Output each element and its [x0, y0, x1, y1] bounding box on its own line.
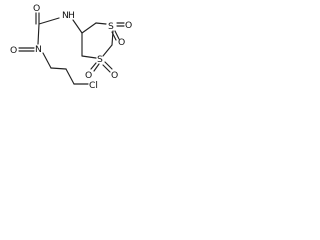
molecule-canvas: O N H O N S O O S O O Cl [0, 0, 134, 95]
bond-carbonyl-carbon-amide-nitrogen [38, 17, 60, 25]
bond-amide-nitrogen-ring-carbon [72, 19, 83, 34]
atom-n-amide: N [62, 10, 69, 21]
bond-ethyl-chain-1 [50, 67, 67, 70]
atom-o-s-bottom-1: O [85, 70, 92, 81]
atom-cl: Cl [89, 80, 98, 91]
bond-bottom-sulfur-oxygen-1b [93, 63, 100, 72]
ring-bond-5 [81, 55, 97, 59]
ring-bond-1 [81, 22, 97, 34]
atom-o-nitroso: O [10, 45, 17, 56]
bond-top-sulfur-oxygen-2b [111, 31, 117, 41]
bond-ethyl-chain-2 [65, 68, 75, 85]
bond-bottom-sulfur-oxygen-2a [104, 61, 113, 70]
bond-bottom-sulfur-oxygen-1a [90, 62, 97, 70]
bond-carbonyl-carbon-nitroso-nitrogen [37, 23, 40, 45]
atom-o-carbonyl: O [33, 3, 40, 14]
bond-bottom-sulfur-oxygen-2b [102, 64, 111, 73]
bond-nitroso-nitrogen-ethyl [42, 52, 52, 69]
molecule-diagram: O N H O N S O O S O O Cl [10, 3, 132, 91]
atom-n-nitroso: N [35, 44, 42, 55]
atom-h-amide: H [68, 10, 75, 21]
atom-label-layer: O N H O N S O O S O O Cl [10, 3, 132, 91]
atom-o-s-top-2: O [118, 37, 125, 48]
ring-bond-2 [95, 22, 107, 25]
bond-layer [18, 12, 125, 85]
bond-top-sulfur-oxygen-2a [114, 30, 120, 40]
atom-s-top: S [108, 21, 114, 32]
atom-s-bottom: S [97, 54, 103, 65]
atom-o-s-bottom-2: O [111, 70, 118, 81]
ring-bond-4 [102, 44, 113, 57]
atom-o-s-top-1: O [125, 20, 132, 31]
